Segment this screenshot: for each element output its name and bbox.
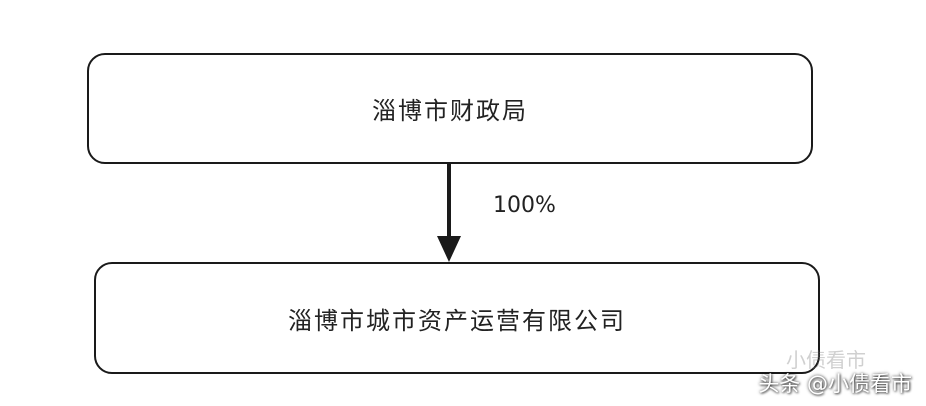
child-entity-box: 淄博市城市资产运营有限公司: [94, 262, 820, 374]
ownership-percentage-label: 100%: [493, 193, 556, 218]
ownership-arrow-head: [437, 236, 461, 262]
parent-entity-box: 淄博市财政局: [87, 53, 813, 164]
source-watermark: 头条 @小债看市: [758, 372, 912, 396]
child-entity-label: 淄博市城市资产运营有限公司: [288, 306, 626, 335]
faint-watermark: 小债看市: [786, 348, 866, 372]
parent-entity-label: 淄博市财政局: [372, 97, 528, 125]
